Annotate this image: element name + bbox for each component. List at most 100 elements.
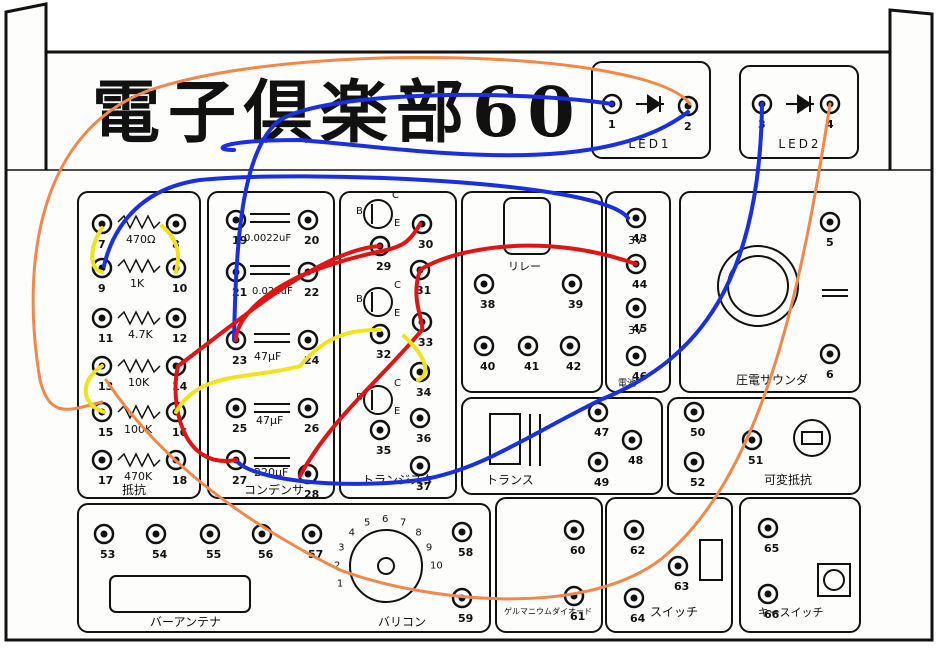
yellow-wire[interactable] <box>90 226 104 274</box>
terminal-hole <box>232 216 240 224</box>
terminal-hole <box>416 414 424 422</box>
q2-emitter-label: E <box>394 308 400 319</box>
red-wire[interactable] <box>234 222 422 342</box>
led1-label: LED1 <box>628 137 671 151</box>
terminal-number: 26 <box>304 422 320 435</box>
terminal-hole <box>628 436 636 444</box>
c19-value: 0.0022uF <box>244 233 291 244</box>
terminal-hole <box>748 436 756 444</box>
bar-antenna-label: バーアンテナ <box>150 615 221 629</box>
terminal-hole <box>458 528 466 536</box>
q2-base-label: B <box>356 294 363 305</box>
terminal-hole <box>632 304 640 312</box>
terminal-number: 6 <box>826 368 834 381</box>
terminal-number: 38 <box>480 298 495 311</box>
buzzer-label: 圧電サウンダ <box>736 372 808 387</box>
terminal-number: 31 <box>416 284 431 297</box>
terminal-number: 29 <box>376 260 391 273</box>
terminal-number: 49 <box>594 476 609 489</box>
terminal-hole <box>632 214 640 222</box>
varicon-dial-number: 6 <box>382 514 388 525</box>
terminal-number: 42 <box>566 360 581 373</box>
red-wire[interactable] <box>173 244 382 463</box>
terminal-hole <box>308 530 316 538</box>
terminal-hole <box>232 404 240 412</box>
terminal-number: 47 <box>594 426 609 439</box>
terminal-hole <box>98 220 106 228</box>
terminal-hole <box>206 530 214 538</box>
r13-value: 10K <box>128 376 150 389</box>
terminal-hole <box>690 408 698 416</box>
terminal-hole <box>566 342 574 350</box>
terminal-number: 36 <box>416 432 432 445</box>
terminal-hole <box>416 368 424 376</box>
orange-wire[interactable] <box>31 56 692 411</box>
terminal-number: 43 <box>632 232 647 245</box>
red-wire[interactable] <box>298 243 638 478</box>
terminal-number: 41 <box>524 360 539 373</box>
terminal-hole <box>524 342 532 350</box>
blue-wire[interactable] <box>234 102 764 486</box>
terminal-hole <box>480 280 488 288</box>
terminal-hole <box>764 590 772 598</box>
varicon-dial-number: 1 <box>337 578 343 589</box>
c25-value: 47μF <box>256 414 283 427</box>
q1-base-label: B <box>356 206 363 217</box>
terminal-hole <box>172 220 180 228</box>
terminal-number: 25 <box>232 422 247 435</box>
varicon-dial-number: 7 <box>400 517 406 528</box>
yellow-wire[interactable] <box>174 328 382 414</box>
terminal-number: 37 <box>416 480 431 493</box>
terminal-number: 40 <box>480 360 496 373</box>
terminal-hole <box>632 352 640 360</box>
yellow-wire[interactable] <box>83 364 106 414</box>
terminal-hole <box>416 462 424 470</box>
r7-value: 470Ω <box>126 233 155 246</box>
terminal-number: 55 <box>206 548 221 561</box>
terminal-number: 5 <box>826 236 834 249</box>
q2-collector-label: C <box>394 280 401 291</box>
terminal-number: 54 <box>152 548 168 561</box>
terminal-number: 61 <box>570 610 585 623</box>
led1-panel: LED1 <box>591 61 711 159</box>
terminal-hole <box>100 530 108 538</box>
blue-wire[interactable] <box>220 110 690 158</box>
terminal-number: 44 <box>632 278 648 291</box>
terminal-number: 27 <box>232 474 247 487</box>
q3-collector-label: C <box>394 378 401 389</box>
q1-emitter-label: E <box>394 218 400 229</box>
r15-value: 100K <box>124 423 153 436</box>
terminal-number: 51 <box>748 454 763 467</box>
terminal-number: 35 <box>376 444 391 457</box>
terminal-hole <box>594 458 602 466</box>
terminal-hole <box>304 336 312 344</box>
germanium-diode-label: ゲルマニウムダイオード <box>504 606 592 616</box>
varicon-dial-number: 9 <box>426 542 432 553</box>
yellow-wire[interactable] <box>160 224 180 274</box>
blue-wire[interactable] <box>102 174 630 268</box>
terminal-number: 20 <box>304 234 320 247</box>
terminal-number: 65 <box>764 542 779 555</box>
orange-wire[interactable] <box>104 102 832 601</box>
terminal-number: 17 <box>98 474 113 487</box>
terminal-hole <box>172 314 180 322</box>
varicon-dial-number: 2 <box>334 560 340 571</box>
terminal-number: 12 <box>172 332 187 345</box>
section-labels: 抵抗 コンデンサ トランジスタ リレー 電池 圧電サウンダ トランス 可変抵抗 … <box>122 260 823 629</box>
blue-wire[interactable] <box>232 92 614 342</box>
wires <box>31 56 832 601</box>
terminal-hole <box>568 280 576 288</box>
terminal-number: 62 <box>630 544 645 557</box>
varicon-dial-number: 10 <box>430 560 443 571</box>
terminal-number: 9 <box>98 282 106 295</box>
terminal-number: 56 <box>258 548 274 561</box>
terminal-number: 7 <box>98 238 106 251</box>
terminal-number: 33 <box>418 336 433 349</box>
terminal-number: 64 <box>630 612 646 625</box>
yellow-wire[interactable] <box>402 334 428 382</box>
terminal-number: 4 <box>826 118 834 131</box>
terminal-number: 45 <box>632 322 647 335</box>
terminal-number: 58 <box>458 546 473 559</box>
terminal-hole <box>630 594 638 602</box>
